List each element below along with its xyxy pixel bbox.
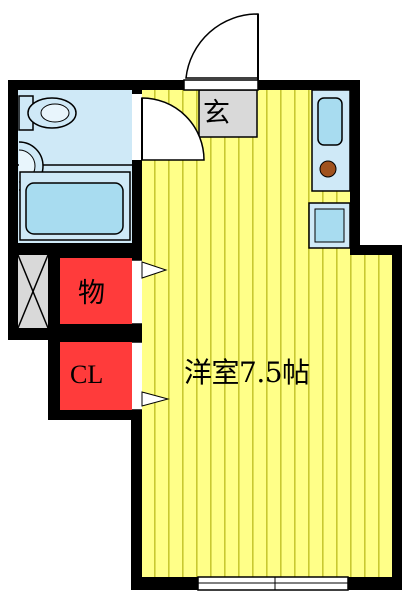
room-label: 洋室7.5帖 (184, 356, 310, 389)
closet-label: CL (70, 360, 104, 389)
entrance-door (183, 13, 259, 91)
toilet-icon (18, 95, 77, 131)
door-swing-icon (141, 261, 170, 407)
closet-room (60, 342, 132, 410)
storage-label: 物 (78, 278, 105, 309)
fridge-icon (308, 202, 351, 249)
storage-room (60, 258, 132, 324)
entrance-label: 玄 (203, 98, 230, 129)
kitchen-counter (311, 89, 351, 192)
entrance-floor (199, 90, 257, 137)
window-icon (197, 576, 349, 591)
bathroom-door (132, 94, 205, 161)
storage-x-box (17, 254, 49, 329)
bathtub-icon (19, 171, 131, 241)
kitchen-sink-icon (317, 97, 343, 146)
stove-burner-icon (319, 160, 337, 178)
